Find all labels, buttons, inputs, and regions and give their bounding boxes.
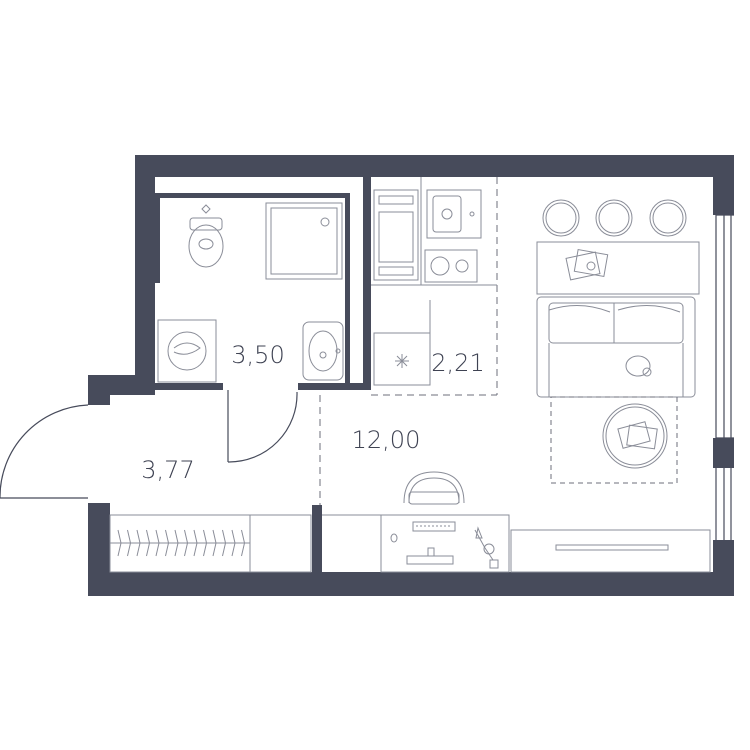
window-lower xyxy=(715,468,732,540)
tv-stand-icon xyxy=(510,529,711,573)
bath-left-wall xyxy=(155,193,160,283)
cooktop-icon xyxy=(424,249,478,283)
hangers xyxy=(117,529,246,557)
cat-icon xyxy=(625,355,652,377)
magazines-icon xyxy=(565,248,609,281)
door-jamb-upper xyxy=(88,375,110,405)
bathroom-area-label: 3,50 xyxy=(231,341,284,369)
hanger xyxy=(184,529,189,557)
coffee-table-icon xyxy=(602,403,668,469)
hanger xyxy=(174,529,179,557)
wardrobe-icon xyxy=(109,514,312,573)
hanger xyxy=(203,529,208,557)
right-wall-top xyxy=(713,155,734,215)
bath-top-wall xyxy=(155,193,350,198)
hanger xyxy=(222,529,227,557)
desk-chair-icon xyxy=(403,471,465,505)
bar-counter xyxy=(536,241,700,295)
hallway-partition xyxy=(312,505,322,573)
toilet-icon xyxy=(188,204,224,268)
living-area-label: 12,00 xyxy=(352,426,421,454)
entrance-door xyxy=(0,404,89,499)
bath-right-wall xyxy=(345,193,350,383)
hallway-area-label: 3,77 xyxy=(141,456,194,484)
hanger xyxy=(136,529,141,557)
hanger xyxy=(165,529,170,557)
bath-bottom-wall-right xyxy=(298,383,366,390)
right-wall-mid xyxy=(713,438,734,468)
hanger xyxy=(241,529,246,557)
outer-walls xyxy=(88,155,734,596)
hanger xyxy=(155,529,160,557)
kitchen-area-label: 2,21 xyxy=(431,349,484,377)
hanger xyxy=(212,529,217,557)
hanger xyxy=(146,529,151,557)
hanger xyxy=(127,529,132,557)
shower-tray-icon xyxy=(265,202,343,280)
bottom-wall xyxy=(88,572,734,596)
washing-machine-icon xyxy=(157,319,217,383)
rug xyxy=(550,396,678,484)
top-wall xyxy=(135,155,734,177)
bathroom-door xyxy=(227,390,298,463)
sink-icon xyxy=(302,321,344,381)
hanger xyxy=(193,529,198,557)
dining-stools xyxy=(542,199,687,237)
oven-icon xyxy=(373,189,419,281)
left-upper-wall xyxy=(135,155,155,395)
sofa-icon xyxy=(536,296,696,398)
bathroom-walls xyxy=(155,177,371,390)
window-upper xyxy=(715,214,734,439)
right-wall-bottom xyxy=(713,540,734,596)
hanger xyxy=(117,529,122,557)
fridge-icon xyxy=(373,300,431,386)
bath-bottom-wall-left xyxy=(155,383,223,390)
desk-icon xyxy=(380,514,510,573)
kitchen-partition xyxy=(363,177,371,390)
kitchen-sink-icon xyxy=(426,189,482,239)
hanger xyxy=(231,529,236,557)
